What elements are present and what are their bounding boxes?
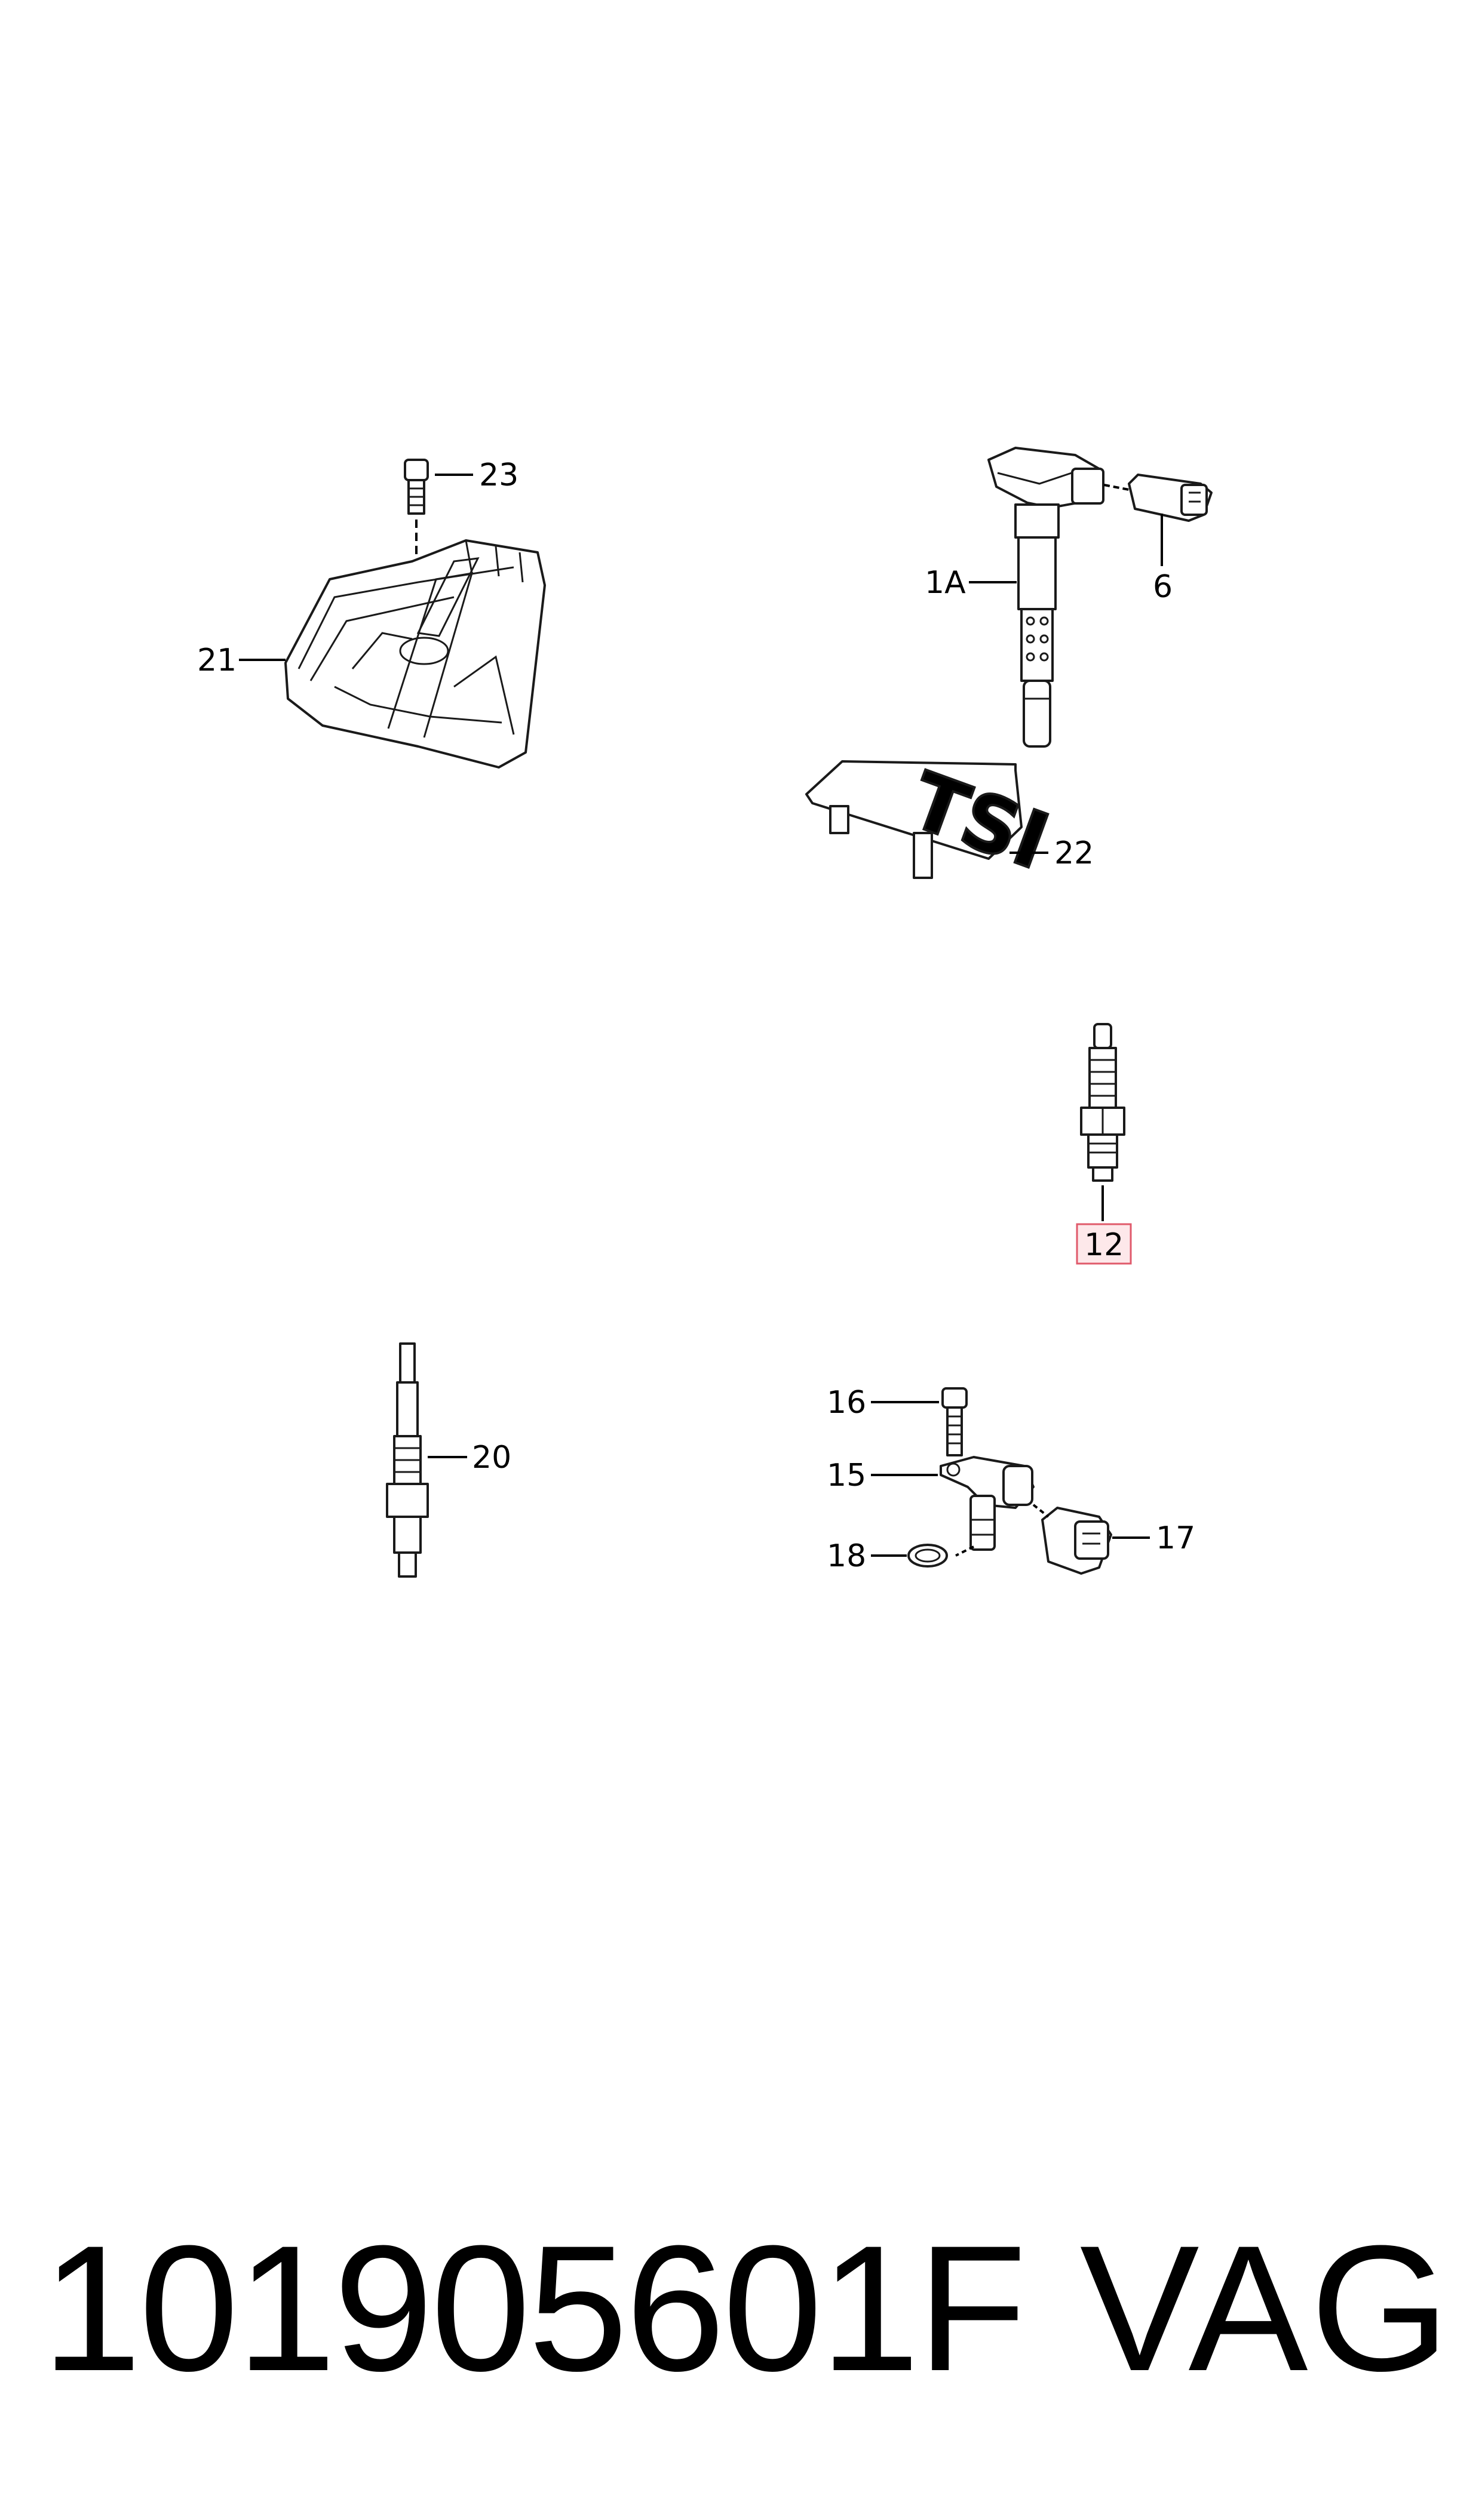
connector-6[interactable] (1103, 474, 1213, 522)
parts-diagram: 23 21 1A 6 (197, 447, 1213, 1578)
ignition-coil-1A[interactable] (987, 447, 1104, 748)
part-number: 101905601F (42, 2208, 1027, 2408)
callout-22: 22 (1054, 835, 1094, 871)
highlight-box-12 (1076, 1223, 1132, 1265)
sensor-15[interactable] (940, 1456, 1035, 1557)
spark-plug-12[interactable] (1080, 1023, 1125, 1182)
callout-17: 17 (1156, 1520, 1195, 1556)
callout-12: 12 (1084, 1227, 1124, 1263)
bolt-16[interactable] (941, 1387, 968, 1456)
glow-plug-20[interactable] (386, 1342, 429, 1578)
callout-1A: 1A (925, 565, 966, 601)
engine-cover-21[interactable] (284, 539, 546, 769)
callout-21: 21 (197, 643, 237, 678)
emblem-cover-22[interactable]: TSI (805, 754, 1061, 889)
callout-6: 6 (1153, 569, 1173, 605)
callout-20: 20 (472, 1440, 511, 1476)
callout-15: 15 (827, 1458, 866, 1493)
brand-name: VAG (1079, 2208, 1452, 2408)
callout-18: 18 (827, 1538, 866, 1574)
callout-23: 23 (479, 457, 518, 493)
connector-17[interactable] (1032, 1504, 1112, 1575)
footer: 101905601F VAG (0, 2209, 1482, 2407)
callout-16: 16 (827, 1385, 866, 1421)
o-ring-18[interactable] (907, 1544, 948, 1568)
